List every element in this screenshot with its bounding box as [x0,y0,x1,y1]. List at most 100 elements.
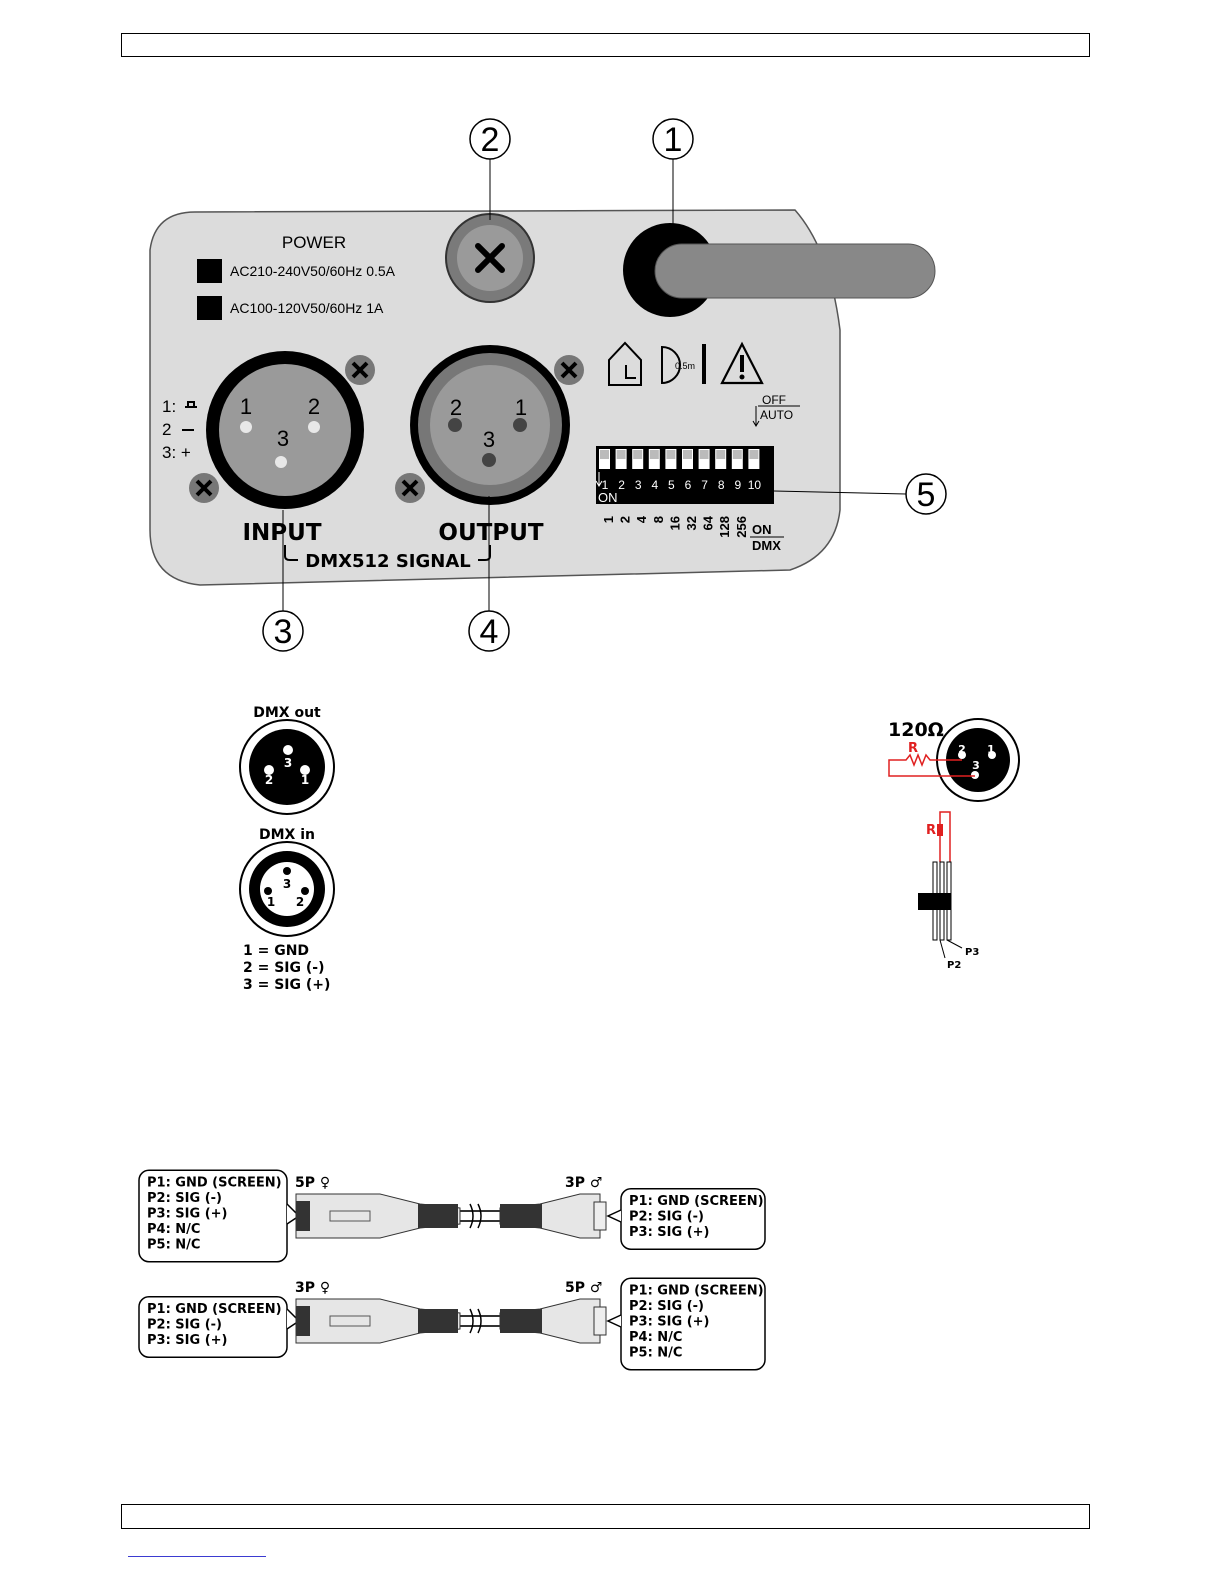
dip-value: 32 [684,516,699,530]
terminator-diagram: 120Ω 2 1 3 R R P2 P3 [888,718,1020,971]
power-line-2: AC100-120V50/60Hz 1A [230,300,384,316]
input-pin-1: 1 [240,394,252,419]
dmx-in-title: DMX in [259,827,315,843]
dip-value: 4 [634,515,649,523]
term-r-label-bottom: R [926,823,936,838]
dip-number: 7 [701,478,708,492]
callout-2-number: 2 [481,121,500,159]
dip-number: 6 [685,478,692,492]
dip-number: 10 [748,478,762,492]
adapter-cables: P1: GND (SCREEN)P2: SIG (-)P3: SIG (+)P4… [138,1169,766,1371]
pin-legend: 1 = GND 2 = SIG (-) 3 = SIG (+) [243,943,330,993]
dmx-out-pin-3: 3 [284,756,292,770]
dip-number: 8 [718,478,725,492]
left-pin-line: P1: GND (SCREEN) [147,1302,282,1317]
p3-label: P3 [965,947,979,958]
adapter-cable-1: P1: GND (SCREEN)P2: SIG (-)P3: SIG (+)P4… [138,1169,766,1263]
right-pin-line: P2: SIG (-) [629,1209,704,1224]
output-pin-1: 1 [515,395,527,420]
dip-value: 256 [734,516,749,538]
left-connector-label: 5P ♀ [295,1175,330,1191]
dmx-out-title: DMX out [253,705,321,721]
signal-label: DMX512 SIGNAL [305,551,470,572]
resistor-wire-bottom [939,811,951,862]
output-pin-3: 3 [483,427,495,452]
distance-label: 0.5m [675,361,695,371]
dip-value: 128 [717,516,732,538]
header-block [918,893,951,910]
pin-legend-1: 1 = GND [243,943,309,959]
dip-on-label: ON [752,522,772,537]
input-label: INPUT [242,520,321,546]
input-xlr-connector: 1 2 3 [206,351,364,509]
input-screw-bottom [189,473,219,503]
input-screw-top [345,355,375,385]
term-pin-1: 1 [987,743,995,756]
voltage-checkbox-2 [197,296,222,320]
pin-legend-3: 3 = SIG (+) [243,977,330,993]
resistance-label: 120Ω [888,719,944,741]
callout-4-number: 4 [480,613,499,651]
dip-number: 1 [602,478,609,492]
dmx-in-pin-3: 3 [283,877,291,891]
page-header-box [121,33,1090,57]
output-xlr-connector: 2 1 3 [410,345,570,505]
off-label: OFF [762,393,786,407]
right-pin-line: P3: SIG (+) [629,1314,709,1329]
callout-3: 3 [262,510,304,652]
callout-1-number: 1 [664,121,683,159]
callout-3-number: 3 [274,613,293,651]
term-pin-3: 3 [972,759,980,772]
resistor-wire-top [888,752,975,777]
callout-4: 4 [468,496,510,652]
dip-value: 64 [701,515,716,530]
term-r-label-top: R [908,741,918,756]
dip-value: 16 [667,516,682,530]
callout-5-number: 5 [917,476,936,514]
dip-value: 8 [651,516,666,523]
indoor-use-icon [608,341,642,386]
pin-legend-2: 2 = SIG (-) [243,960,324,976]
output-screw-top [554,355,584,385]
output-pin-2: 2 [450,395,462,420]
power-label: POWER [282,233,346,252]
callout-2: 2 [469,118,511,220]
dip-value: 1 [601,516,616,523]
input-pin-2: 2 [308,394,320,419]
dip-number: 2 [618,478,625,492]
callout-1: 1 [652,118,694,228]
dmx-in-pin-1: 1 [267,895,275,909]
left-pin-line: P2: SIG (-) [147,1191,222,1206]
legend-pin-3: 3: + [162,443,191,462]
right-connector-label: 5P ♂ [565,1280,602,1296]
right-connector-label: 3P ♂ [565,1175,602,1191]
dip-number: 3 [635,478,642,492]
auto-label: AUTO [760,408,793,422]
dip-number: 5 [668,478,675,492]
power-line-1: AC210-240V50/60Hz 0.5A [230,263,396,279]
right-pin-line: P3: SIG (+) [629,1225,709,1240]
warning-icon [720,341,764,385]
dmx-out-pin-1: 1 [301,773,309,787]
footer-link-underline[interactable] [128,1556,266,1557]
dmx-out-pin-2: 2 [265,773,273,787]
left-pin-line: P1: GND (SCREEN) [147,1175,282,1190]
callout-5: 5 [773,473,947,515]
adapter-cable-2: P1: GND (SCREEN)P2: SIG (-)P3: SIG (+)P1… [138,1277,766,1371]
left-pin-line: P3: SIG (+) [147,1333,227,1348]
right-pin-line: P5: N/C [629,1345,682,1360]
dmx-out-diagram: DMX out 3 2 1 [239,705,335,815]
dip-dmx-label: DMX [752,538,781,553]
power-cable [623,223,936,317]
ground-icon [185,401,197,408]
right-pin-line: P4: N/C [629,1330,682,1345]
distance-icon: 0.5m [661,344,706,385]
input-pin-3: 3 [277,426,289,451]
left-pin-line: P3: SIG (+) [147,1206,227,1221]
p2-label: P2 [947,960,961,971]
left-connector-label: 3P ♀ [295,1280,330,1296]
legend-pin-1: 1: [162,397,176,416]
